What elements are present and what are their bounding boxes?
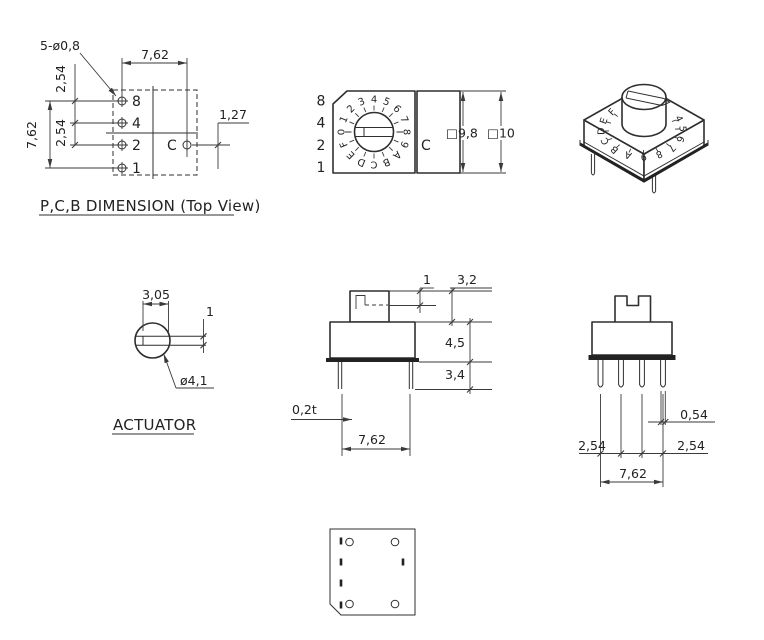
- iso-knob-slot: [625, 90, 671, 106]
- svg-text:8: 8: [401, 129, 412, 135]
- dim-side-pin-span: 7,62: [358, 432, 386, 447]
- svg-text:1: 1: [338, 115, 351, 125]
- dim-actuator-slot-length: 3,05: [142, 287, 170, 302]
- bottom-pin-slots: [339, 537, 405, 609]
- svg-text:5: 5: [381, 96, 391, 109]
- pcb-top-view: 8 4 2 1 C 7,62 5-ø0,8 7,62 2,54 2,54 1,2…: [24, 38, 261, 216]
- dim-body-size: □9,8: [446, 126, 478, 141]
- dim-pcb-width: 7,62: [141, 47, 169, 62]
- pcb-body-outline: [112, 89, 198, 176]
- dim-pcb-height: 7,62: [24, 121, 39, 149]
- bottom-standoffs: [345, 537, 400, 609]
- dial-digits: 0 1 2 3 4 5 6 7 8 9 A B C D E F: [337, 95, 412, 170]
- dial-knob: [353, 111, 395, 153]
- dim-side-slot-depth: 1: [423, 272, 431, 287]
- actuator-view: 3,05 1 ø4,1 ACTUATOR: [112, 287, 214, 435]
- front-view: 8 4 2 1 0 1 2 3 4 5 6 7 8 9 A B C D E F: [317, 90, 515, 176]
- dim-side-knob-height: 3,2: [457, 272, 477, 287]
- front-pin-label-8: 8: [317, 94, 326, 110]
- iso-pin: [590, 154, 596, 176]
- pinview-flange: [588, 355, 676, 360]
- svg-text:C: C: [370, 159, 377, 170]
- pcb-pin-label-8: 8: [132, 94, 141, 110]
- front-pin-label-2: 2: [317, 138, 326, 154]
- pcb-pin-label-4: 4: [132, 116, 141, 132]
- side-view: 1 3,2 4,5 3,4 0,2t 7,62: [291, 272, 492, 456]
- svg-text:6: 6: [674, 134, 686, 143]
- front-side-outline: [416, 90, 461, 174]
- svg-text:F: F: [338, 139, 350, 149]
- svg-text:F: F: [607, 107, 619, 118]
- dim-side-pin-length: 3,4: [445, 367, 465, 382]
- svg-text:C: C: [599, 135, 612, 146]
- dim-side-body-height: 4,5: [445, 335, 465, 350]
- pin-view: 0,54 2,54 2,54 7,62: [578, 295, 715, 487]
- dim-overall-size: □10: [487, 126, 515, 141]
- dim-pcb-pitch-lower: 2,54: [53, 119, 68, 147]
- dim-side-pin-thickness: 0,2t: [292, 402, 317, 417]
- svg-text:4: 4: [371, 95, 377, 106]
- pcb-pin-label-2: 2: [132, 138, 141, 154]
- dim-pitch-right: 2,54: [677, 438, 705, 453]
- pinview-body: [591, 321, 673, 356]
- svg-text:4: 4: [672, 114, 685, 124]
- dim-pitch-left: 2,54: [578, 438, 606, 453]
- svg-text:5: 5: [677, 126, 688, 133]
- front-common-pin-label: C: [421, 138, 431, 154]
- svg-text:9: 9: [397, 139, 410, 149]
- svg-text:7: 7: [665, 142, 677, 154]
- bottom-view: [329, 528, 416, 616]
- svg-text:D: D: [356, 155, 368, 168]
- dim-pcb-common-offset: 1,27: [219, 107, 247, 122]
- dim-actuator-slot-width: 1: [206, 304, 214, 319]
- svg-text:B: B: [381, 155, 392, 168]
- iso-pin: [651, 175, 657, 194]
- pinview-knob: [614, 295, 652, 322]
- actuator-view-title: ACTUATOR: [113, 416, 197, 434]
- side-flange: [326, 358, 419, 362]
- pcb-pin-label-1: 1: [132, 161, 141, 177]
- side-body: [329, 321, 416, 359]
- svg-text:A: A: [623, 148, 633, 161]
- actuator-outline: [134, 322, 171, 359]
- svg-text:3: 3: [357, 96, 367, 109]
- iso-knob-top: [621, 83, 667, 111]
- svg-text:8: 8: [654, 147, 664, 160]
- svg-text:0: 0: [337, 129, 348, 135]
- front-pin-label-4: 4: [317, 116, 326, 132]
- side-pins: [337, 362, 414, 389]
- front-pin-label-1: 1: [317, 160, 326, 176]
- dial-ticks: [345, 105, 403, 159]
- dim-pcb-pitch-upper: 2,54: [53, 65, 68, 93]
- svg-text:9: 9: [641, 151, 648, 162]
- pcb-common-pin-label: C: [167, 138, 177, 154]
- iso-view: 0 F E D C B A 9 8 7 6 5 4: [579, 83, 709, 194]
- dim-pin-width: 0,54: [680, 407, 708, 422]
- pcb-view-title: P,C,B DIMENSION (Top View): [40, 197, 261, 215]
- svg-text:D: D: [596, 127, 607, 135]
- dim-pcb-holes: 5-ø0,8: [40, 38, 80, 53]
- pinview-pins: [597, 360, 666, 388]
- svg-text:7: 7: [397, 115, 410, 125]
- dim-actuator-diameter: ø4,1: [180, 373, 208, 388]
- svg-text:E: E: [598, 116, 610, 125]
- bottom-outline: [329, 528, 416, 616]
- dim-pin-span: 7,62: [619, 466, 647, 481]
